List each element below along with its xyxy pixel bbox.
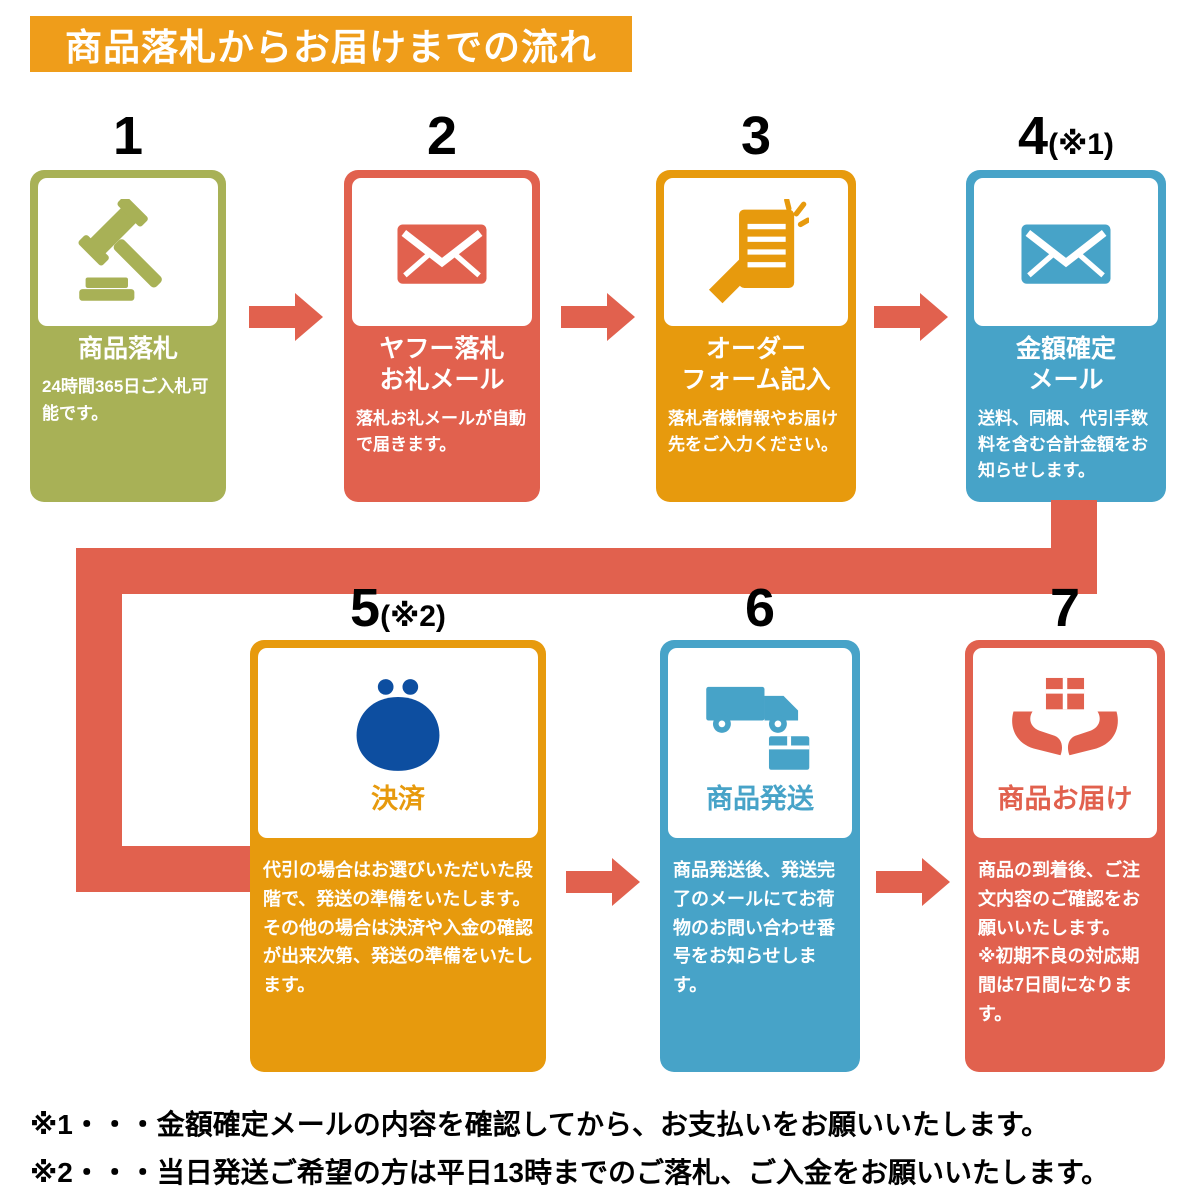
step-card-3: オーダー フォーム記入 落札者様情報やお届け先をご入力ください。	[656, 170, 856, 502]
icon-box	[974, 178, 1158, 326]
step-title: 商品お届け	[997, 784, 1133, 815]
step-body: 落札者様情報やお届け先をご入力ください。	[668, 408, 838, 454]
flow-arrow	[561, 293, 635, 341]
flow-arrow	[566, 858, 640, 906]
icon-box: 決済	[258, 648, 538, 838]
step-title: 商品発送	[706, 784, 814, 815]
gavel-icon	[75, 199, 181, 305]
flow-arrow	[874, 293, 948, 341]
icon-box: 商品お届け	[973, 648, 1157, 838]
step-title: 商品落札	[77, 335, 178, 363]
purse-icon	[342, 669, 454, 781]
step-number-4: 4(※1)	[1018, 106, 1114, 166]
step-card-2: ヤフー落札 お礼メール 落札お礼メールが自動で届きます。	[344, 170, 540, 502]
step-body: 代引の場合はお選びいただいた段階で、発送の準備をいたします。 その他の場合は決済…	[263, 860, 533, 996]
step-number-5: 5(※2)	[350, 578, 446, 638]
step-title: ヤフー落札 お礼メール	[379, 335, 505, 395]
step-card-4: 金額確定 メール 送料、同梱、代引手数料を含む合計金額をお知らせします。	[966, 170, 1166, 502]
step-number-2: 2	[426, 106, 458, 166]
step-title: 決済	[371, 784, 425, 815]
flow-arrow	[249, 293, 323, 341]
icon-box	[664, 178, 848, 326]
step-card-5: 決済 代引の場合はお選びいただいた段階で、発送の準備をいたします。 その他の場合…	[250, 640, 546, 1072]
step-card-7: 商品お届け 商品の到着後、ご注文内容のご確認をお願いいたします。 ※初期不良の対…	[965, 640, 1165, 1072]
step-body: 送料、同梱、代引手数料を含む合計金額をお知らせします。	[978, 408, 1148, 481]
icon-box: 商品発送	[668, 648, 852, 838]
step-card-6: 商品発送 商品発送後、発送完了のメールにてお荷物のお問い合わせ番号をお知らせしま…	[660, 640, 860, 1072]
footnote-1: ※1・・・金額確定メールの内容を確認してから、お支払いをお願いいたします。	[30, 1109, 1050, 1140]
flow-arrow	[876, 858, 950, 906]
step-card-1: 商品落札 24時間365日ご入札可能です。	[30, 170, 226, 502]
step-body: 24時間365日ご入札可能です。	[42, 377, 209, 423]
page-title-banner: 商品落札からお届けまでの流れ	[30, 16, 632, 72]
hands-box-icon	[1009, 669, 1121, 781]
step-title: 金額確定 メール	[1015, 335, 1116, 395]
flow-connector-segment	[76, 548, 1097, 594]
step-body: 落札お礼メールが自動で届きます。	[356, 408, 526, 454]
step-number-7: 7	[1049, 578, 1081, 638]
page-title: 商品落札からお届けまでの流れ	[65, 27, 597, 68]
footnote-2: ※2・・・当日発送ご希望の方は平日13時までのご落札、ご入金をお願いいたします。	[30, 1157, 1110, 1188]
icon-box	[352, 178, 532, 326]
flow-connector-segment	[76, 846, 252, 892]
step-title: オーダー フォーム記入	[681, 335, 831, 395]
mail-icon	[389, 199, 495, 305]
mail-icon	[1013, 199, 1119, 305]
step-body: 商品の到着後、ご注文内容のご確認をお願いいたします。 ※初期不良の対応期間は7日…	[978, 860, 1140, 1024]
step-body: 商品発送後、発送完了のメールにてお荷物のお問い合わせ番号をお知らせします。	[673, 860, 835, 996]
step-number-6: 6	[744, 578, 776, 638]
step-number-1: 1	[112, 106, 144, 166]
flow-connector-segment	[76, 548, 122, 892]
truck-box-icon	[704, 669, 816, 781]
icon-box	[38, 178, 218, 326]
step-number-3: 3	[740, 106, 772, 166]
pencil-form-icon	[703, 199, 809, 305]
